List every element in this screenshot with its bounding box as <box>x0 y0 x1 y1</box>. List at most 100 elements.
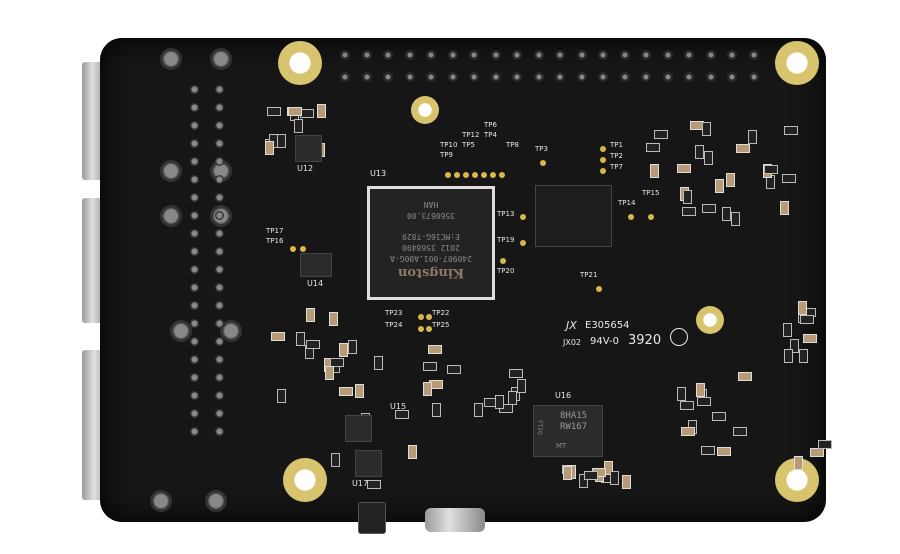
through-hole-pad <box>190 103 199 112</box>
header-pin <box>512 50 522 60</box>
resistor <box>681 207 696 217</box>
test-point-label: TP20 <box>497 267 515 275</box>
capacitor <box>779 201 789 216</box>
resistor <box>277 134 287 149</box>
resistor <box>700 445 715 455</box>
header-pin <box>662 72 673 82</box>
header-pin <box>662 50 673 60</box>
through-hole-pad <box>190 391 199 400</box>
test-point <box>454 172 460 178</box>
emmc-brand: Kingston <box>397 265 465 280</box>
resistor <box>704 150 714 165</box>
through-hole-pad <box>215 337 224 346</box>
through-hole-pad <box>215 355 224 364</box>
through-hole-pad <box>215 373 224 382</box>
header-pin <box>727 72 737 82</box>
recycle-icon <box>670 328 688 346</box>
test-point <box>600 157 606 163</box>
test-point-label: TP2 <box>610 152 623 160</box>
flammability-rating: 94V-0 <box>590 336 619 347</box>
test-point <box>463 172 469 178</box>
resistor <box>696 396 711 406</box>
ul-mark: E305654 <box>585 320 630 331</box>
resistor <box>645 143 660 153</box>
resistor <box>329 357 344 367</box>
header-pin <box>404 72 415 82</box>
header-pin <box>705 72 716 82</box>
through-hole-pad <box>215 85 224 94</box>
through-hole-pad <box>215 391 224 400</box>
through-hole-pad <box>215 211 224 220</box>
resistor <box>578 474 588 489</box>
u16-line: RW167 <box>560 422 588 432</box>
test-point <box>600 146 606 152</box>
capacitor <box>422 382 432 397</box>
header-pin <box>555 72 565 82</box>
through-hole-pad <box>160 160 182 182</box>
test-point <box>600 168 606 174</box>
resistor <box>277 389 287 404</box>
capacitor <box>329 311 339 326</box>
test-point-label: TP19 <box>497 236 515 244</box>
capacitor <box>622 474 632 489</box>
test-point-label: TP3 <box>535 145 548 153</box>
resistor <box>818 439 833 449</box>
through-hole-pad <box>190 301 199 310</box>
label-u12: U12 <box>297 164 314 173</box>
header-pin <box>383 72 393 82</box>
test-point <box>500 258 506 264</box>
through-hole-pad <box>190 247 199 256</box>
test-point-label: TP9 <box>440 151 453 159</box>
header-pin <box>684 72 694 82</box>
test-point-label: TP17 <box>266 227 284 235</box>
resistor <box>508 390 518 405</box>
emmc-line: 2012 3568490 <box>402 243 460 252</box>
through-hole-pad <box>220 320 242 342</box>
header-pin <box>598 50 608 60</box>
test-point-label: TP8 <box>506 141 519 149</box>
through-hole-pad <box>215 175 224 184</box>
resistor <box>712 412 727 422</box>
resistor <box>789 338 799 353</box>
capacitor <box>324 366 334 381</box>
resistor <box>653 129 668 139</box>
through-hole-pad <box>160 48 182 70</box>
capacitor <box>735 143 750 153</box>
emmc-line: 240907-001.A00G-A <box>390 254 472 263</box>
resistor <box>583 471 598 481</box>
header-pin <box>469 50 479 60</box>
test-point-label: TP14 <box>618 199 636 207</box>
header-pin <box>727 50 737 60</box>
test-point <box>445 172 451 178</box>
resistor <box>367 479 382 489</box>
test-point-label: TP5 <box>462 141 475 149</box>
usb-c-port <box>425 508 485 532</box>
through-hole-pad <box>190 157 199 166</box>
audio-jack <box>358 502 386 534</box>
mounting-hole <box>278 41 322 85</box>
test-point <box>472 172 478 178</box>
capacitor <box>714 179 724 194</box>
capacitor <box>810 447 825 457</box>
resistor <box>784 126 799 136</box>
through-hole-pad <box>190 319 199 328</box>
test-point <box>426 314 432 320</box>
through-hole-pad <box>215 283 224 292</box>
capacitor <box>338 387 353 397</box>
through-hole-pad <box>170 320 192 342</box>
test-point <box>499 172 505 178</box>
capacitor <box>338 343 348 358</box>
u16-chip: 8HA15 RW167 FT20 MT <box>533 405 603 457</box>
resistor <box>293 119 303 134</box>
test-point-label: TP7 <box>610 163 623 171</box>
capacitor <box>738 372 753 382</box>
header-pin <box>512 72 522 82</box>
resistor <box>295 332 305 347</box>
capacitor <box>355 384 365 399</box>
test-point-label: TP10 <box>440 141 458 149</box>
capacitor <box>680 426 695 436</box>
test-point <box>290 246 296 252</box>
through-hole-pad <box>190 355 199 364</box>
capacitor <box>270 332 285 342</box>
test-point <box>648 214 654 220</box>
